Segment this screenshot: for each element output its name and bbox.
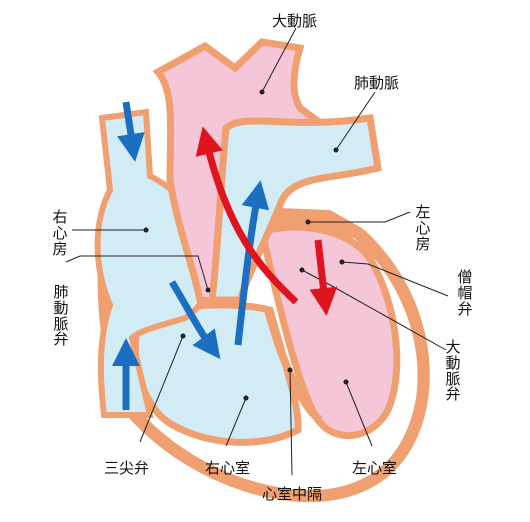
septum-leader	[289, 369, 293, 476]
oxygenated-flow	[195, 126, 338, 316]
pulmonary-artery-label: 肺動脈	[354, 74, 400, 92]
left-atrium-label: 左心房	[415, 203, 431, 253]
atrium-to-ventricle-arrow	[168, 280, 221, 360]
ventricle-to-aorta-arrow	[195, 126, 299, 305]
tricuspid-valve-dot	[180, 333, 186, 339]
pulmonary-artery-leader	[335, 91, 376, 151]
pulmonary-valve-label: 肺動脈弁	[53, 283, 69, 349]
aortic-valve-label: 大動脈弁	[445, 338, 461, 404]
right-atrium-dot	[143, 227, 149, 233]
left-ventricle-dot	[343, 379, 349, 385]
septum-dot	[287, 367, 293, 373]
leader-lines	[65, 27, 449, 476]
right-ventricle-dot	[243, 395, 249, 401]
aorta-dot	[259, 89, 265, 95]
mitral-valve-label: 僧帽弁	[457, 268, 473, 318]
mitral-valve-leader	[341, 261, 449, 297]
pulmonary-valve-leader	[65, 255, 209, 291]
right-ventricle-leader	[225, 397, 247, 447]
deoxygenated-flow	[112, 101, 270, 410]
atrium-to-left-ventricle-arrow	[309, 239, 338, 316]
left-ventricle-chamber	[257, 223, 401, 440]
left-ventricle-label: 左心室	[352, 459, 398, 477]
aorta-leader	[261, 27, 297, 93]
septum-label: 心室中隔	[262, 485, 323, 503]
left-ventricle-leader	[345, 381, 373, 447]
septum-wall	[264, 308, 323, 424]
anchor-dots	[143, 89, 349, 401]
superior-vena-cava-arrow	[117, 101, 145, 162]
pulmonary-valve-dot	[205, 287, 211, 293]
aortic-valve-leader	[301, 269, 447, 351]
ventricle-to-pulmonary-arrow	[234, 180, 270, 346]
tricuspid-valve-label: 三尖弁	[104, 459, 150, 477]
right-ventricle-label: 右心室	[205, 459, 251, 477]
right-atrium-label: 右心房	[52, 208, 68, 258]
mitral-valve-dot	[339, 259, 345, 265]
aorta-label: 大動脈	[272, 12, 318, 30]
left-atrium-leader	[308, 211, 411, 223]
left-atrium-dot	[305, 219, 311, 225]
aortic-valve-dot	[299, 267, 305, 273]
pulmonary-artery-dot	[333, 147, 339, 153]
tricuspid-valve-leader	[139, 335, 184, 443]
